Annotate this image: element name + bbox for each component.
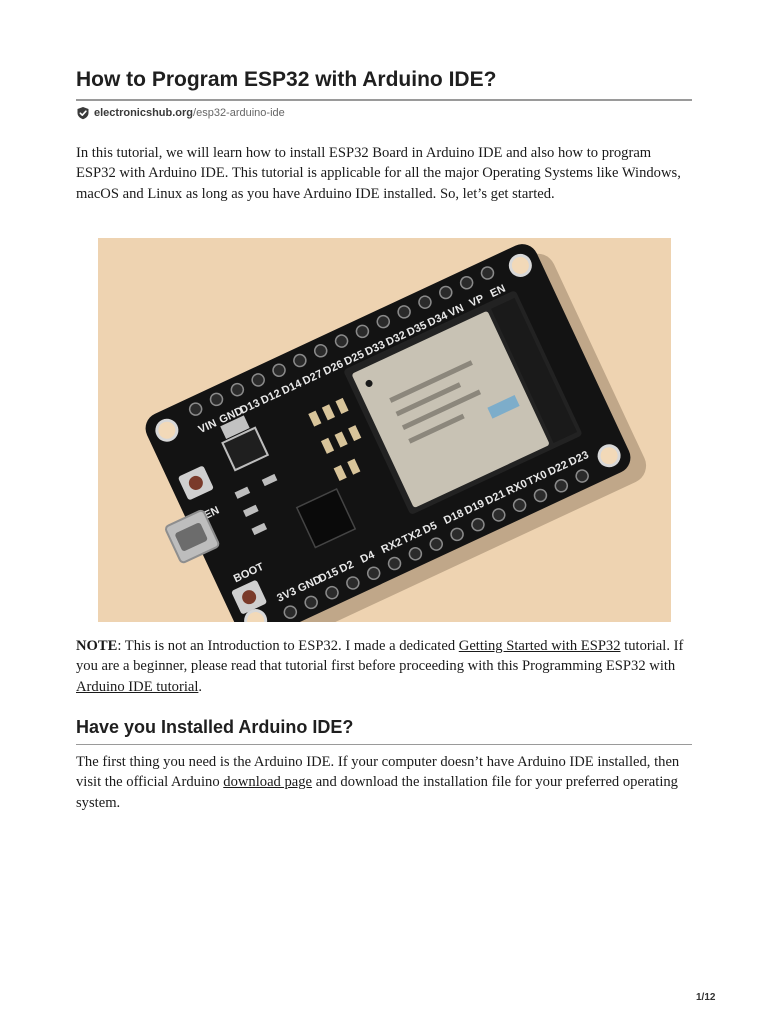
- bottom-pin-row: [283, 469, 589, 619]
- section-text-2: and download the installation file for y…: [76, 774, 678, 811]
- note-paragraph: NOTE: This is not an Introduction to ESP…: [76, 636, 692, 697]
- voltage-regulator: [221, 426, 270, 472]
- page-title: How to Program ESP32 with Arduino IDE?: [76, 68, 497, 91]
- pin-label: VP: [468, 293, 487, 310]
- note-text-2: tutorial. If you are a beginner, please …: [76, 638, 684, 675]
- section-paragraph: The first thing you need is the Arduino …: [76, 752, 692, 813]
- note-text-3: .: [198, 678, 203, 695]
- pin-label: D4: [359, 549, 378, 566]
- note-text-1: : This is not an Introduction to ESP32. …: [117, 638, 459, 654]
- download-page-link[interactable]: download page: [223, 774, 313, 791]
- mount-hole: [244, 609, 268, 622]
- shield-check-icon: [77, 107, 89, 120]
- section-heading: Have you Installed Arduino IDE?: [76, 717, 354, 737]
- mount-hole: [155, 418, 179, 442]
- section-text-1: The first thing you need is the Arduino …: [76, 754, 680, 791]
- title-divider: [76, 99, 692, 101]
- pin-label: D5: [421, 520, 439, 537]
- section-divider: [76, 744, 692, 745]
- source-link[interactable]: electronicshub.org /esp32-arduino-ide: [76, 105, 285, 121]
- board-group: VINGNDD13D12D14D27D26D25D33D32D35D34VNVP…: [145, 244, 647, 622]
- usb-serial-chip: [295, 488, 357, 549]
- intro-paragraph: In this tutorial, we will learn how to i…: [76, 145, 681, 202]
- mount-hole: [508, 253, 532, 277]
- page-number: 1/12: [696, 992, 716, 1003]
- mount-hole: [597, 444, 621, 468]
- top-pin-row: [188, 266, 495, 416]
- note-label: NOTE: [76, 638, 118, 654]
- source-path: /esp32-arduino-ide: [193, 107, 285, 119]
- pin-label: D2: [338, 559, 356, 576]
- arduino-ide-tutorial-link[interactable]: Arduino IDE tutorial: [76, 678, 199, 695]
- esp32-board-photo: VINGNDD13D12D14D27D26D25D33D32D35D34VNVP…: [98, 238, 671, 622]
- getting-started-link[interactable]: Getting Started with ESP32: [458, 638, 621, 654]
- source-domain: electronicshub.org: [94, 107, 194, 119]
